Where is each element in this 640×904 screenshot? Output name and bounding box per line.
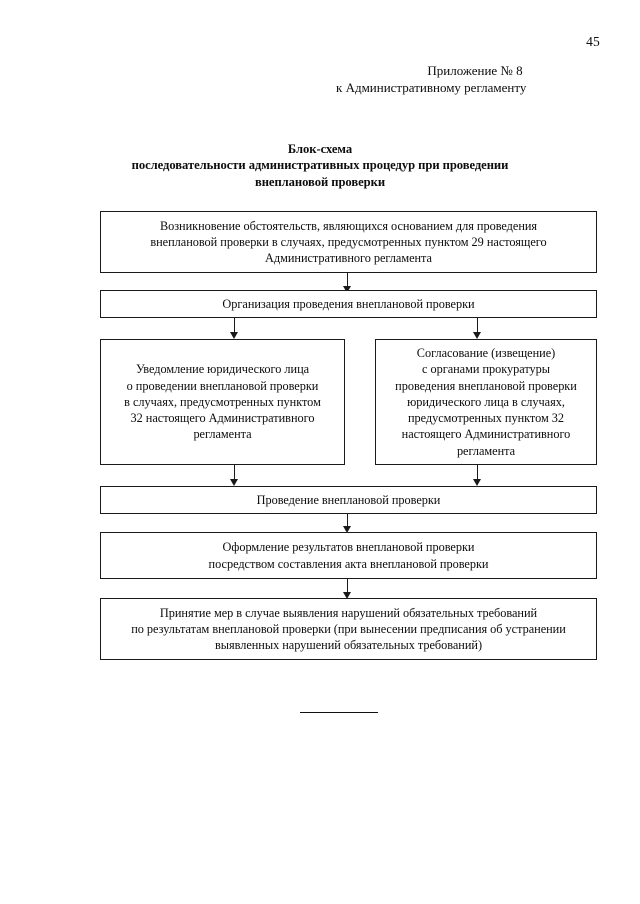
node-3right-line-1: Согласование (извещение) <box>416 345 556 360</box>
node-1-line-2: внеплановой проверки в случаях, предусмо… <box>150 234 547 249</box>
flow-node-measures-upon-violations: Принятие мер в случае выявления нарушени… <box>100 598 597 660</box>
node-3left-line-3: в случаях, предусмотренных пунктом <box>124 394 321 409</box>
node-3right-line-4: юридического лица в случаях, <box>407 394 565 409</box>
node-6-line-3: выявленных нарушений обязательных требов… <box>214 638 483 653</box>
node-6-line-2: по результатам внеплановой проверки (при… <box>131 621 566 636</box>
node-4-line-1: Проведение внеплановой проверки <box>256 492 441 507</box>
node-2-line-1: Организация проведения внеплановой прове… <box>222 296 475 311</box>
flow-node-documenting-inspection-results: Оформление результатов внеплановой прове… <box>100 532 597 579</box>
node-3right-line-5: предусмотренных пунктом 32 <box>407 411 565 426</box>
bottom-separator-rule <box>300 712 378 713</box>
node-5-line-2: посредством составления акта внеплановой… <box>208 556 489 571</box>
edge-node5-node6-line <box>347 579 349 594</box>
node-3left-line-2: о проведении внеплановой проверки <box>126 378 319 393</box>
appendix-line-1: Приложение № 8 <box>427 63 523 78</box>
node-3left-line-5: регламента <box>193 427 252 442</box>
title-line-2: последовательности административных проц… <box>131 158 509 173</box>
node-3right-line-2: с органами прокуратуры <box>421 362 551 377</box>
edge-right-node4-arrow <box>473 479 481 486</box>
node-6-line-1: Принятие мер в случае выявления нарушени… <box>159 605 538 620</box>
edge-node5-node6-arrow <box>343 592 351 599</box>
edge-left-node4-line <box>234 465 236 482</box>
node-1-line-3: Административного регламента <box>265 251 432 266</box>
edge-node2-right-line <box>477 318 479 335</box>
flow-node-approval-with-prosecution-authorities: Согласование (извещение) с органами прок… <box>375 339 597 465</box>
flow-node-organization-of-inspection: Организация проведения внеплановой прове… <box>100 290 597 318</box>
title-line-3: внеплановой проверки <box>254 174 386 189</box>
flow-node-conducting-unscheduled-inspection: Проведение внеплановой проверки <box>100 486 597 514</box>
edge-node1-node2-line <box>347 273 349 288</box>
node-3left-line-1: Уведомление юридического лица <box>135 362 310 377</box>
node-5-line-1: Оформление результатов внеплановой прове… <box>222 540 475 555</box>
edge-node4-node5-line <box>347 514 349 528</box>
edge-node4-node5-arrow <box>343 526 351 533</box>
flow-node-notification-of-legal-entity: Уведомление юридического лица о проведен… <box>100 339 345 465</box>
edge-node2-left-arrow <box>230 332 238 339</box>
node-3right-line-3: проведения внеплановой проверки <box>395 378 577 393</box>
appendix-reference: Приложение № 8 к Административному регла… <box>330 62 620 96</box>
flow-node-grounds-for-unscheduled-inspection: Возникновение обстоятельств, являющихся … <box>100 211 597 273</box>
node-3left-line-4: 32 настоящего Административного <box>130 411 315 426</box>
edge-node1-node2-arrow <box>343 286 351 293</box>
appendix-line-2: к Административному регламенту <box>336 80 527 95</box>
node-3right-line-7: регламента <box>456 443 516 458</box>
edge-right-node4-line <box>477 465 479 482</box>
node-1-line-1: Возникновение обстоятельств, являющихся … <box>159 218 538 233</box>
title-line-1: Блок-схема <box>287 142 353 156</box>
page-number: 45 <box>586 34 600 49</box>
edge-node2-right-arrow <box>473 332 481 339</box>
node-3right-line-6: настоящего Административного <box>401 427 571 442</box>
edge-node2-left-line <box>234 318 236 335</box>
page-title: Блок-схема последовательности администра… <box>70 141 570 190</box>
edge-left-node4-arrow <box>230 479 238 486</box>
